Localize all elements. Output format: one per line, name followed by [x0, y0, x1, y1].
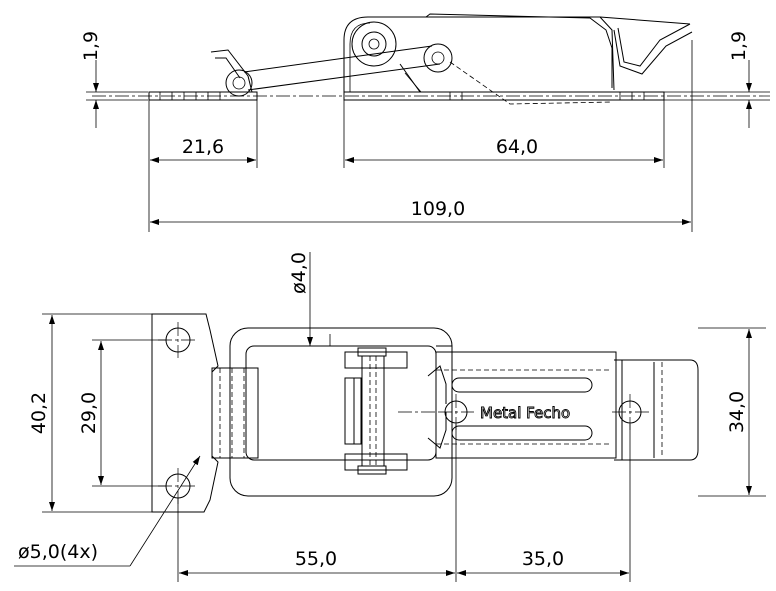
dimension-35-0: 35,0 [457, 548, 629, 576]
hinge-housing [343, 16, 615, 93]
brand-logo: Metal Fecho [480, 404, 570, 422]
hinge-pins [344, 347, 474, 475]
thickness-label-left: 1,9 [80, 31, 102, 61]
dimension-label-hole-diameter: ø5,0(4x) [18, 541, 98, 563]
dimension-55-0: 55,0 [179, 548, 455, 576]
dimension-hole-diameter: ø5,0(4x) [14, 455, 201, 567]
dimension-29-0: 29,0 [78, 339, 166, 487]
dimension-label-pin-diameter: ø4,0 [288, 252, 310, 294]
dimension-label-109-0: 109,0 [411, 198, 465, 220]
dimension-label-64-0: 64,0 [496, 136, 538, 158]
dimension-label-40-2: 40,2 [28, 392, 50, 434]
dimension-64-0: 64,0 [345, 136, 663, 163]
left-base-plate [148, 91, 258, 101]
lever [425, 13, 693, 105]
dimension-label-21-6: 21,6 [182, 136, 224, 158]
dimension-pin-diameter: ø4,0 [288, 252, 331, 346]
thickness-dim-right: 1,9 [664, 31, 770, 128]
dimension-21-6: 21,6 [150, 136, 256, 163]
catch-plate [151, 313, 259, 513]
top-view: Metal Fecho 40,2 29,0 34,0 ø4,0 [14, 252, 766, 582]
dimension-label-35-0: 35,0 [522, 548, 564, 570]
side-view: 1,9 1,9 21,6 64,0 109,0 [80, 13, 770, 232]
catch-hook [210, 49, 253, 97]
thickness-dim-left: 1,9 [80, 31, 148, 128]
thickness-label-right: 1,9 [728, 31, 750, 61]
dimension-label-55-0: 55,0 [295, 548, 337, 570]
dimension-label-34-0: 34,0 [726, 391, 748, 433]
dimension-109-0: 109,0 [150, 198, 691, 225]
link-arm [243, 43, 453, 93]
dimension-34-0: 34,0 [698, 327, 766, 497]
dimension-40-2: 40,2 [28, 313, 152, 513]
dimension-label-29-0: 29,0 [78, 392, 100, 434]
lever-top [427, 359, 699, 461]
